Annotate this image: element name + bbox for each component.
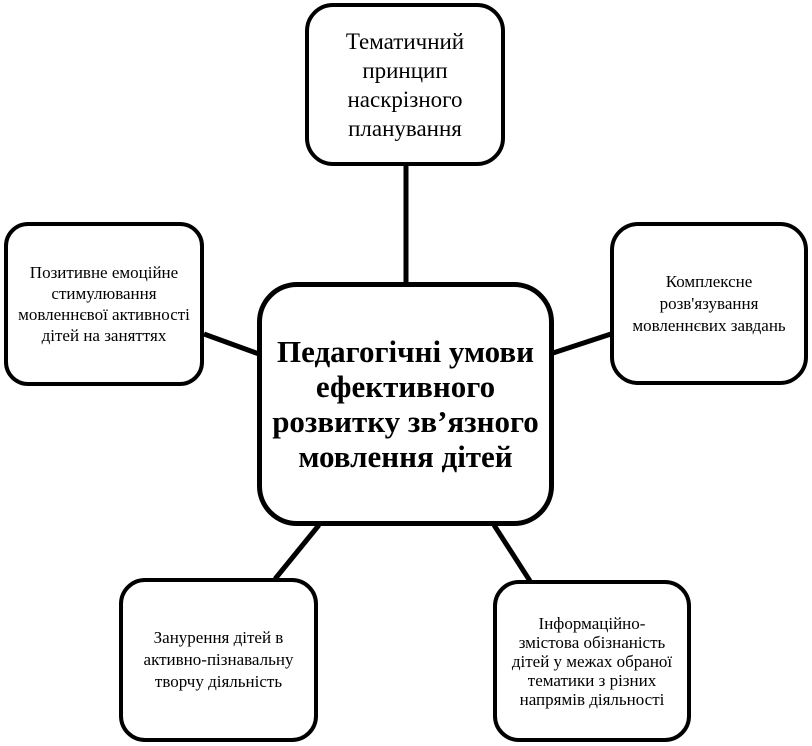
central-node-label: Педагогічні умови ефективного розвитку з… — [272, 334, 539, 474]
node-complex-tasks: Комплексне розв'язування мовленнєвих зав… — [610, 222, 808, 385]
connector-right — [552, 331, 612, 356]
node-thematic-principle: Тематичний принцип наскрізного плануванн… — [305, 3, 505, 166]
node-informational-awareness-label: Інформаційно-змістова обізнаність дітей … — [511, 613, 673, 709]
node-immersion: Занурення дітей в активно-пізнавальну тв… — [119, 578, 318, 742]
node-immersion-label: Занурення дітей в активно-пізнавальну тв… — [143, 628, 294, 691]
central-node: Педагогічні умови ефективного розвитку з… — [257, 282, 554, 526]
connector-left — [203, 331, 260, 357]
connector-bottom-left — [273, 523, 321, 581]
connector-bottom-right — [491, 523, 533, 583]
node-thematic-principle-label: Тематичний принцип наскрізного плануванн… — [345, 28, 465, 141]
node-complex-tasks-label: Комплексне розв'язування мовленнєвих зав… — [632, 271, 786, 335]
node-positive-stimulation: Позитивне емоційне стимулювання мовленнє… — [4, 222, 204, 386]
node-positive-stimulation-label: Позитивне емоційне стимулювання мовленнє… — [18, 263, 190, 345]
node-informational-awareness: Інформаційно-змістова обізнаність дітей … — [493, 580, 691, 742]
